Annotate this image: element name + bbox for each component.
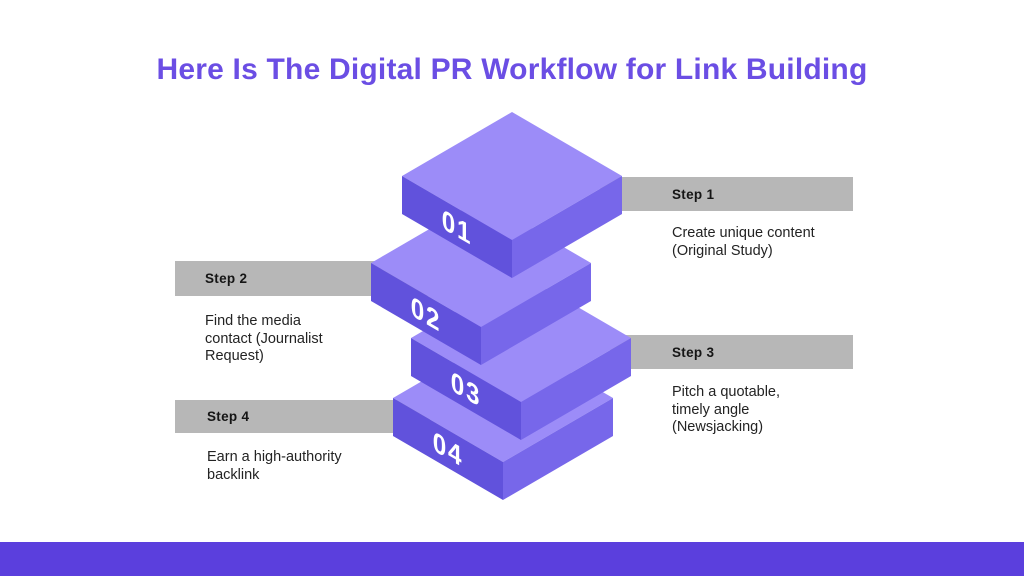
page-title: Here Is The Digital PR Workflow for Link… — [156, 53, 868, 86]
step2-label: Step 2 — [205, 271, 248, 286]
block-1-right-face — [512, 176, 622, 278]
step3-label: Step 3 — [672, 344, 715, 360]
footer-accent-bar — [0, 542, 1024, 576]
step4-description: Earn a high-authority backlink — [207, 449, 342, 483]
step4-label: Step 4 — [207, 409, 250, 424]
block-3-left-face — [411, 338, 521, 440]
step1-bar: Step 1 — [600, 177, 853, 211]
block-2-left-face — [371, 263, 481, 365]
step2-description: Find the media contact (Journalist Reque… — [205, 313, 323, 364]
block-1-left-face — [402, 176, 512, 278]
step4-bar: Step 4 — [175, 400, 430, 433]
block-3-right-face — [521, 338, 631, 440]
block-4-right-face — [503, 398, 613, 500]
step3-description: Pitch a quotable, timely angle (Newsjack… — [672, 384, 781, 435]
block-4-left-face — [393, 398, 503, 500]
block-1: 01 — [402, 112, 622, 278]
step1-label: Step 1 — [672, 186, 715, 202]
step3-bar: Step 3 — [610, 335, 853, 369]
step1-description: Create unique content (Original Study) — [672, 225, 815, 259]
block-2-right-face — [481, 263, 591, 365]
